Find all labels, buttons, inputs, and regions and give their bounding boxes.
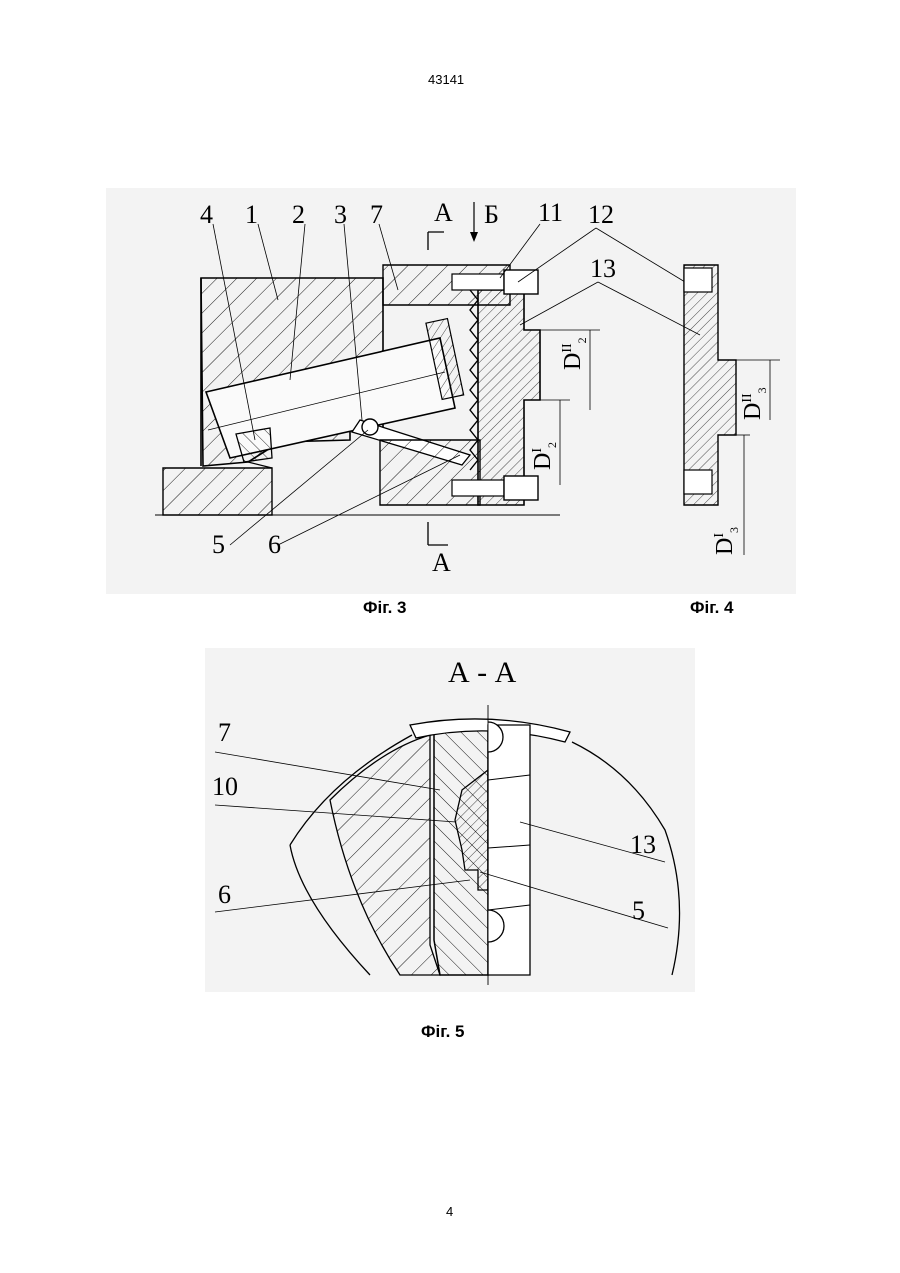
fig5-callout-7: 7	[218, 718, 231, 748]
fig5-caption: Фіг. 5	[421, 1022, 465, 1042]
fig5-callout-6: 6	[218, 880, 231, 910]
fig5-callout-5: 5	[632, 896, 645, 926]
fig5-title: А - А	[448, 656, 516, 690]
fig5-callout-10: 10	[212, 772, 238, 802]
fig5-callout-13: 13	[630, 830, 656, 860]
